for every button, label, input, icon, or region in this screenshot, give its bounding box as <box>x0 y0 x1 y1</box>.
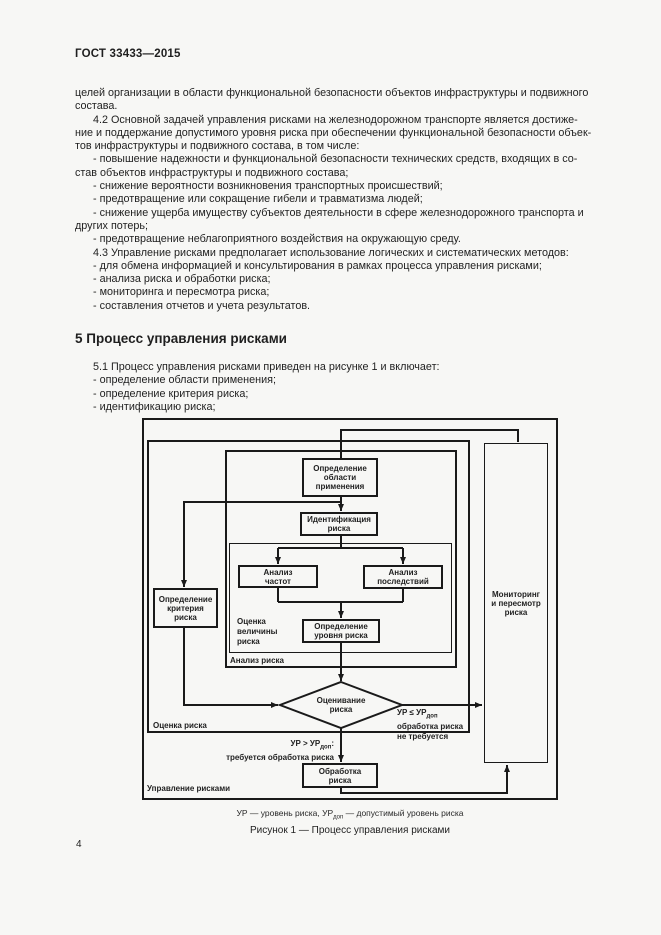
document-code-header: ГОСТ 33433—2015 <box>75 48 181 60</box>
intro-list: 5.1 Процесс управления рисками приведен … <box>75 361 589 414</box>
figure-caption: Рисунок 1 — Процесс управления рисками <box>250 825 450 836</box>
node-risk-treatment: Обработка риска <box>302 763 378 788</box>
edge-join-analysis <box>277 588 404 603</box>
edge-label-level-acceptable: УР ≤ УРдоп обработка риска не требуется <box>397 708 464 741</box>
node-scope-definition: Определение области применения <box>302 458 378 497</box>
text-line: - определение критерия риска; <box>93 387 249 400</box>
text-line: - анализа риска и обработки риска; <box>93 273 271 286</box>
region-label-risk-analysis: Анализ риска <box>230 656 284 665</box>
text-line: 4.2 Основной задачей управления рисками … <box>93 113 578 126</box>
node-risk-level-definition: Определение уровня риска <box>302 619 380 643</box>
text-line: 4.3 Управление рисками предполагает испо… <box>93 246 569 259</box>
flowchart-connectors <box>181 429 519 794</box>
edge-branch-to-criteria <box>181 501 341 587</box>
text-line: - снижение ущерба имуществу субъектов де… <box>93 206 584 219</box>
text-line: - снижение вероятности возникновения тра… <box>93 180 443 193</box>
edge-label-level-exceeded: УР > УРдоп: требуется обработка риска <box>226 739 334 763</box>
text-line: - составления отчетов и учета результато… <box>93 299 311 312</box>
edge-criteria-to-evaluation <box>183 628 278 708</box>
text-line: - предотвращение или сокращение гибели и… <box>93 193 423 206</box>
text-line: - мониторинга и пересмотра риска; <box>93 286 270 299</box>
text-line: тов инфраструктуры и подвижного состава,… <box>75 140 360 153</box>
region-label-risk-management: Управление рисками <box>147 784 231 793</box>
text-line: других потерь; <box>75 219 149 232</box>
text-line: целей организации в области функциональн… <box>75 87 589 99</box>
node-risk-criteria-definition: Определение критерия риска <box>153 588 218 628</box>
text-line: состава. <box>75 100 118 113</box>
text-line: - повышение надежности и функциональной … <box>93 153 578 166</box>
text-line: - определение области применения; <box>93 374 276 387</box>
text-line: - идентификацию риска; <box>93 400 216 413</box>
node-risk-evaluation-label: Оценивание риска <box>316 696 366 714</box>
figure-flowchart: Определение области применения Идентифик… <box>142 418 558 800</box>
edge-scope-to-monitoring <box>340 429 519 458</box>
text-line: 5.1 Процесс управления рисками приведен … <box>93 361 440 373</box>
page-number: 4 <box>76 839 82 850</box>
node-risk-identification: Идентификация риска <box>300 512 378 536</box>
body-text: целей организации в области функциональн… <box>75 87 592 313</box>
region-risk-management-box <box>142 418 558 800</box>
text-line: - предотвращение неблагоприятного воздей… <box>93 233 461 246</box>
figure-legend: УР — уровень риска, УРдоп — допустимый у… <box>236 808 464 821</box>
node-monitoring-review: Мониторинг и пересмотр риска <box>484 443 548 763</box>
text-line: - для обмена информацией и консультирова… <box>93 259 542 272</box>
node-frequency-analysis: Анализ частот <box>238 565 318 588</box>
edge-treatment-to-monitoring <box>340 765 510 794</box>
region-risk-assessment-box <box>147 440 470 733</box>
text-line: став объектов инфраструктуры и подвижног… <box>75 166 349 179</box>
edge-identification-split <box>278 536 403 549</box>
decision-diamond <box>277 680 405 730</box>
region-label-risk-magnitude: Оценка величины риска <box>237 617 278 646</box>
node-consequence-analysis: Анализ последствий <box>363 565 443 589</box>
region-label-risk-assessment: Оценка риска <box>153 721 207 730</box>
section-heading: 5 Процесс управления рисками <box>75 331 287 346</box>
text-line: ние и поддержание допустимого уровня рис… <box>75 126 592 139</box>
